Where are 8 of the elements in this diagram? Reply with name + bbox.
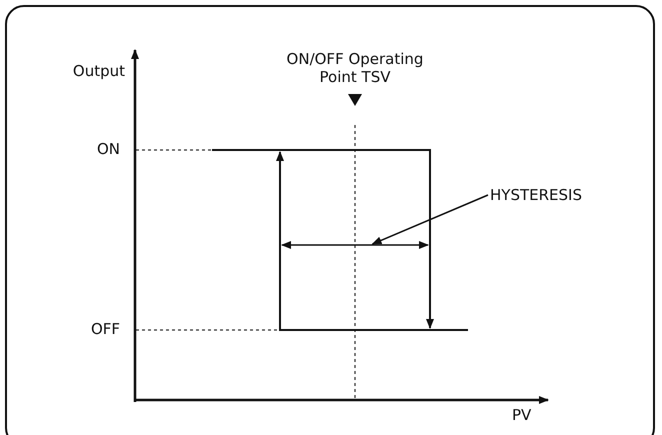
point-label: ON/OFF Operating Point TSV: [286, 50, 424, 86]
axis-label: Output: [72, 62, 125, 80]
leader-line: [372, 194, 488, 245]
double-arrow: [281, 241, 429, 249]
level-label: ON: [96, 140, 120, 158]
level-label: OFF: [90, 320, 120, 338]
callout-label: HYSTERESIS: [490, 186, 582, 204]
axis-label: PV: [512, 406, 532, 424]
